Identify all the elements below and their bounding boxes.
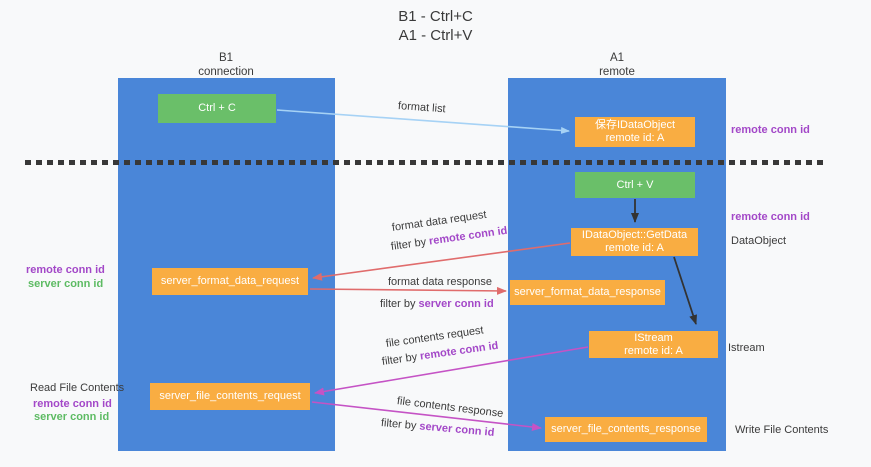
node-server-format-data-request: server_format_data_request <box>152 268 308 295</box>
filter-by-text: filter by <box>380 417 420 433</box>
remote-conn-id-text: remote conn id <box>428 224 509 248</box>
node-istream-line2: remote id: A <box>624 344 683 357</box>
node-save-idataobject: 保存IDataObject remote id: A <box>575 117 695 147</box>
left-server-conn-id-mid-label: server conn id <box>28 278 104 290</box>
write-file-contents-label: Write File Contents <box>735 424 829 436</box>
format-list-arrow-label: format list <box>397 100 446 116</box>
right-column-name: A1 <box>609 52 625 64</box>
node-istream: IStream remote id: A <box>589 331 718 358</box>
node-server-format-data-response: server_format_data_response <box>510 280 665 305</box>
right-remote-conn-id-top-label: remote conn id <box>731 124 810 136</box>
left-column-name: B1 <box>218 52 234 64</box>
format-data-response-arrow <box>309 286 507 295</box>
node-ctrl-c-label: Ctrl + C <box>198 102 236 114</box>
right-column-role: remote <box>599 66 635 78</box>
format-data-response-filter-label: filter by server conn id <box>380 298 494 310</box>
filter-by-text: filter by <box>380 298 419 310</box>
right-remote-conn-id-mid-label: remote conn id <box>731 211 810 223</box>
left-remote-conn-id-mid-label: remote conn id <box>26 264 105 276</box>
node-ctrl-c: Ctrl + C <box>158 94 276 123</box>
node-file-response-label: server_file_contents_response <box>551 423 701 435</box>
node-format-request-label: server_format_data_request <box>160 275 300 287</box>
node-getdata-line1: IDataObject::GetData <box>581 229 688 241</box>
node-file-request-label: server_file_contents_request <box>159 390 301 402</box>
file-contents-response-filter-label: filter by server conn id <box>380 417 494 439</box>
format-data-response-arrow-label: format data response <box>388 276 492 288</box>
right-column-header: A1 remote <box>557 51 677 79</box>
node-idataobject-getdata: IDataObject::GetData remote id: A <box>571 228 698 256</box>
node-server-file-contents-request: server_file_contents_request <box>150 383 310 410</box>
server-conn-id-text: server conn id <box>418 298 494 310</box>
left-server-conn-id-bottom-label: server conn id <box>34 411 110 423</box>
node-server-file-contents-response: server_file_contents_response <box>545 417 707 442</box>
server-conn-id-text: server conn id <box>418 420 495 439</box>
node-ctrl-v-label: Ctrl + V <box>616 178 654 191</box>
istream-label: Istream <box>728 342 765 354</box>
diagram-title: B1 - Ctrl+C A1 - Ctrl+V <box>0 7 871 45</box>
node-save-idataobject-line2: remote id: A <box>605 132 665 144</box>
node-save-idataobject-line1: 保存IDataObject <box>594 119 676 131</box>
filter-by-text: filter by <box>390 235 430 253</box>
left-remote-conn-id-bottom-label: remote conn id <box>33 398 112 410</box>
title-line-1: B1 - Ctrl+C <box>398 8 473 25</box>
left-column-role: connection <box>198 66 254 78</box>
dataobject-label: DataObject <box>731 235 787 247</box>
phase-separator-dashed-line <box>25 160 825 165</box>
title-line-2: A1 - Ctrl+V <box>398 27 473 44</box>
node-format-response-label: server_format_data_response <box>514 286 661 298</box>
node-istream-line1: IStream <box>634 331 673 344</box>
read-file-contents-label: Read File Contents <box>30 382 125 394</box>
left-column-header: B1 connection <box>166 51 286 79</box>
file-contents-response-arrow-label: file contents response <box>396 395 504 420</box>
node-getdata-line2: remote id: A <box>605 242 664 254</box>
node-ctrl-v: Ctrl + V <box>575 172 695 198</box>
filter-by-text: filter by <box>381 350 421 368</box>
